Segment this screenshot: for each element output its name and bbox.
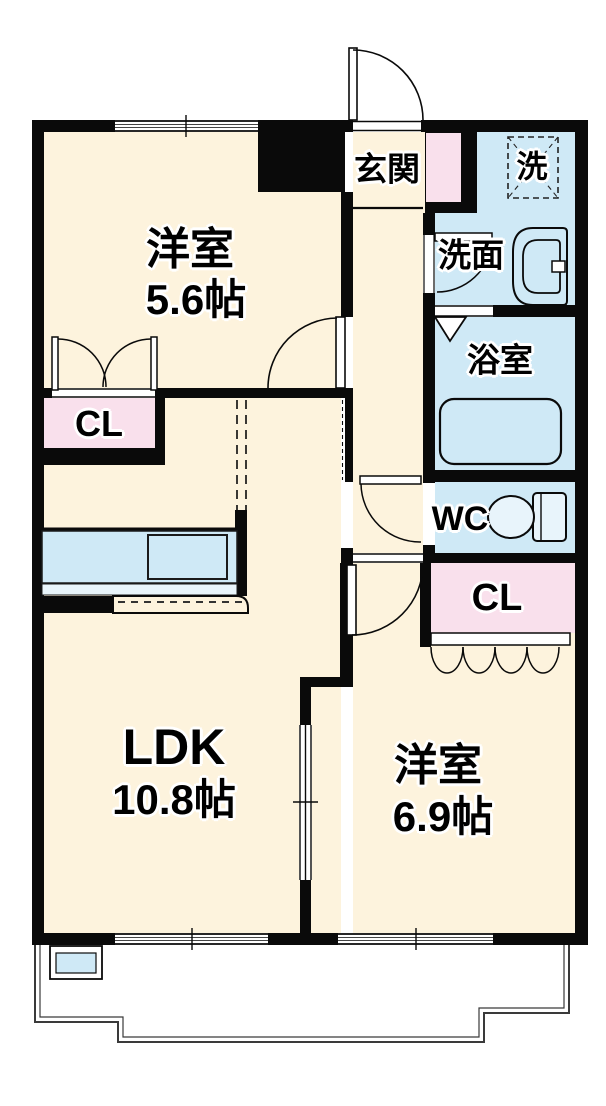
label-entrance: 玄関 (354, 150, 420, 188)
label-closet-right: CL (471, 577, 523, 619)
label-western-room-1: 洋室 (146, 225, 234, 274)
label-western-room-1-size: 5.6帖 (145, 276, 247, 323)
label-washroom: 洗面 (438, 236, 504, 274)
label-washing-machine: 洗 (516, 149, 548, 185)
entrance-door (348, 47, 424, 121)
entrance-hall-floor (353, 132, 425, 563)
balcony-outline (34, 945, 570, 1043)
closet-right-floor (431, 563, 575, 633)
label-ldk: LDK (122, 719, 226, 775)
closet-left-floor (44, 398, 155, 448)
label-closet-left: CL (75, 403, 123, 444)
shoe-cabinet (425, 132, 462, 203)
room-ldk-floor (44, 398, 341, 933)
label-ldk-size: 10.8帖 (112, 776, 236, 823)
label-western-room-2-size: 6.9帖 (392, 793, 494, 840)
label-western-room-2: 洋室 (394, 741, 482, 790)
balcony-unit-box (49, 945, 103, 980)
label-bathroom: 浴室 (467, 341, 533, 379)
label-toilet: WC (431, 500, 489, 538)
